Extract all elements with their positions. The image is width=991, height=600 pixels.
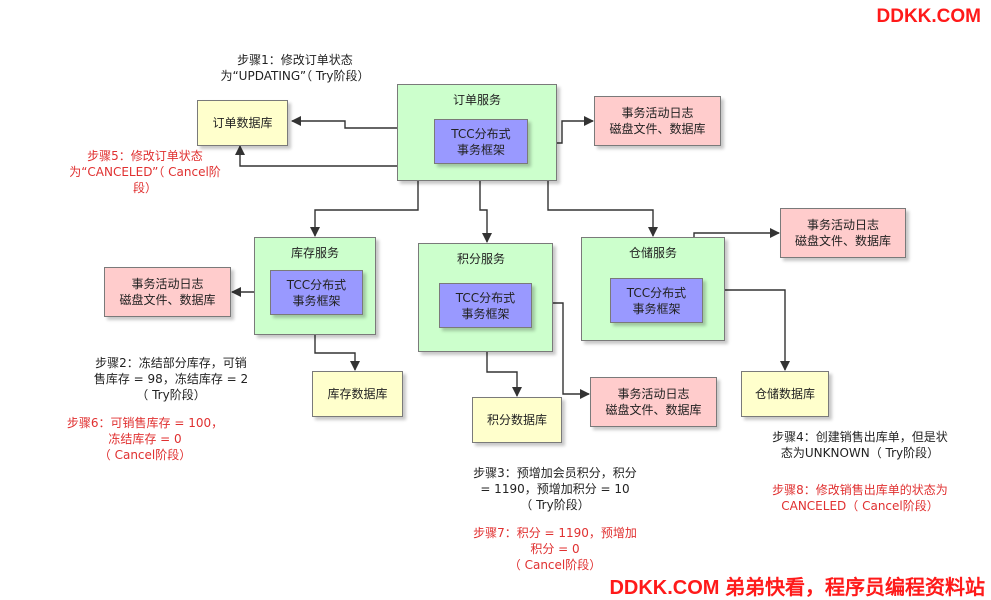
points-tcc-framework: TCC分布式 事务框架 [439,283,532,328]
arrow-points-to-db [486,352,522,397]
warehouse-service-title: 仓储服务 [628,246,677,260]
order-transaction-log: 事务活动日志 磁盘文件、数据库 [594,96,721,146]
inventory-tcc-framework: TCC分布式 事务框架 [270,270,363,315]
arrow-warehouse-to-db [725,289,790,371]
step7-note: 步骤7：积分 = 1190，预增加 积分 = 0 （ Cancel阶段） [473,526,637,572]
points-service-title: 积分服务 [457,252,506,266]
order-service-title: 订单服务 [452,93,501,107]
step2-note: 步骤2：冻结部分库存，可销 售库存 = 98，冻结库存 = 2 （ Try阶段） [93,356,249,402]
step8-note: 步骤8：修改销售出库单的状态为 CANCELED（ Cancel阶段） [772,483,948,513]
arrow-order-to-inventory [310,181,419,237]
step5-note: 步骤5：修改订单状态 为“CANCELED”（ Cancel阶 段） [69,149,221,195]
order-tcc-framework: TCC分布式 事务框架 [434,119,528,164]
watermark-top: DDKK.COM [876,6,982,27]
warehouse-database: 仓储数据库 [741,371,829,417]
inventory-transaction-log: 事务活动日志 磁盘文件、数据库 [104,267,231,317]
step6-note: 步骤6：可销售库存 = 100， 冻结库存 = 0 （ Cancel阶段） [66,416,224,462]
arrow-order-cancel-to-db [235,145,397,167]
step4-note: 步骤4：创建销售出库单，但是状 态为UNKNOWN（ Try阶段） [772,430,948,460]
arrow-order-to-db [291,116,397,129]
inventory-database: 库存数据库 [312,371,403,417]
warehouse-transaction-log: 事务活动日志 磁盘文件、数据库 [780,208,906,258]
points-transaction-log: 事务活动日志 磁盘文件、数据库 [590,377,717,427]
order-database: 订单数据库 [197,100,288,146]
watermark-bottom: DDKK.COM 弟弟快看，程序员编程资料站 [609,577,985,599]
points-database: 积分数据库 [472,397,562,443]
step1-note: 步骤1：修改订单状态 为“UPDATING”（ Try阶段） [220,53,370,83]
step3-note: 步骤3：预增加会员积分，积分 = 1190，预增加积分 = 10 （ Try阶段… [473,466,637,512]
arrow-order-to-points [479,181,492,243]
arrow-order-to-warehouse [547,181,658,237]
inventory-service-title: 库存服务 [290,246,339,260]
warehouse-tcc-framework: TCC分布式 事务框架 [610,278,703,323]
arrow-inventory-to-db [314,335,360,371]
